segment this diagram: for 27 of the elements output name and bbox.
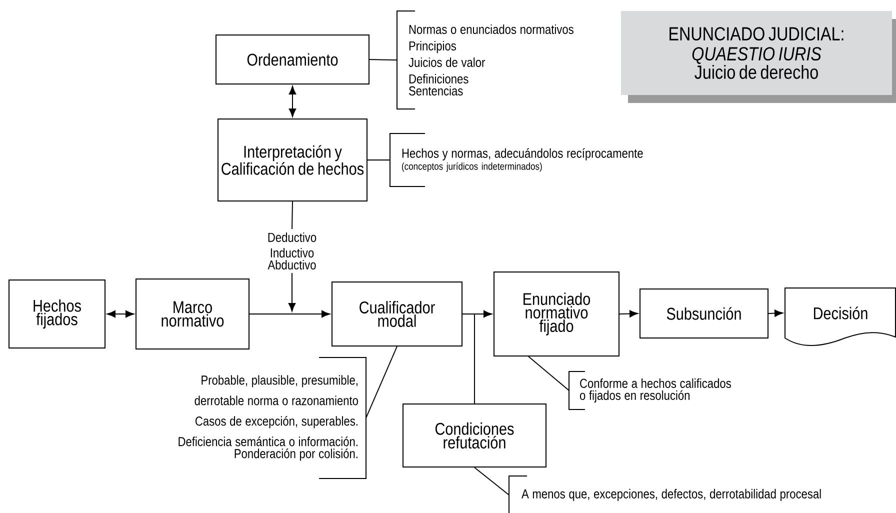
title-box: ENUNCIADO JUDICIAL: QUAESTIO IURIS Juicio de derecho <box>621 11 896 103</box>
leader-line <box>292 200 293 230</box>
bracket-note: Hechos y normas, adecuándolos recíprocamente (conceptos jurídicos indeterminados) <box>390 133 643 187</box>
arrow <box>768 310 784 317</box>
leader-line <box>369 59 398 60</box>
leader-line <box>474 466 510 496</box>
arrow <box>249 310 330 318</box>
process-box: Condiciones refutación <box>402 403 546 468</box>
bracket-note: A menos que, excepciones, defectos, derrotabilidad procesal <box>508 475 821 513</box>
process-box: Marco normativo <box>136 278 250 350</box>
process-box: Hechos fijados <box>8 280 106 348</box>
process-box: Subsunción <box>640 288 768 338</box>
bracket-note: Normas o enunciados normativos Principios Juicios de valor Definiciones Sentencias <box>396 10 574 110</box>
arrow <box>288 272 296 312</box>
process-box: Enunciado normativo fijado <box>494 271 620 356</box>
bracket-note: Probable, plausible, presumible, derrotable norma o razonamiento Casos de excepción, superables. Deficiencia semántica o información. Ponderación por colisión. <box>178 356 366 479</box>
arrow <box>619 310 638 318</box>
process-box: Ordenamiento <box>216 34 370 84</box>
arrow <box>288 86 296 118</box>
leader-line <box>366 346 398 418</box>
text-label: Deductivo Inductivo Abductivo <box>268 232 316 270</box>
leader-line <box>528 356 570 391</box>
process-box: Cualificador modal <box>332 282 462 346</box>
arrow <box>106 310 134 318</box>
bracket-note: Conforme a hechos calificados o fijados en resolución <box>568 370 731 410</box>
connector-line <box>462 313 475 404</box>
process-box: Interpretación y Calificación de hechos <box>218 118 368 202</box>
